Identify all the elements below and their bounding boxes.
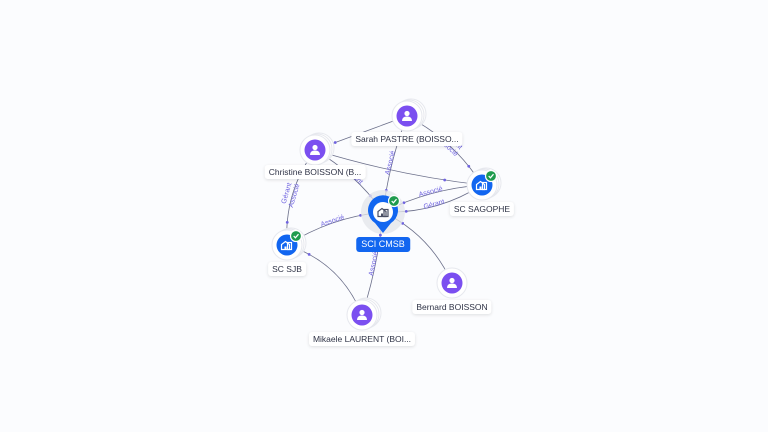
node-christine[interactable] [299, 132, 335, 166]
node-label-mikaele[interactable]: Mikaele LAURENT (BOI... [308, 332, 416, 346]
verified-badge-icon [484, 169, 498, 183]
edge-line [314, 149, 483, 186]
node-label-bernard[interactable]: Bernard BOISSON [412, 300, 492, 314]
edge-arrow-icon [285, 220, 289, 224]
edge-label: Gérant [423, 199, 446, 211]
person-icon [357, 309, 367, 320]
center-node-label[interactable]: SCI CMSB [356, 237, 410, 252]
edge-arrow-icon [378, 233, 382, 237]
edge-label: Associé [320, 214, 346, 229]
edge-arrow-icon [307, 252, 311, 256]
node-mikaele[interactable] [346, 297, 382, 331]
person-icon [310, 144, 320, 155]
person-icon [447, 277, 457, 288]
edge-label: Associé [418, 186, 444, 199]
edge-arrow-icon [333, 141, 337, 144]
node-label-sarah[interactable]: Sarah PASTRE (BOISSO... [351, 132, 463, 146]
center-node-sci[interactable] [361, 190, 405, 234]
edge-arrow-icon [443, 178, 447, 182]
person-icon [402, 110, 412, 121]
edge-christine-sagophe [314, 149, 483, 186]
edge-arrow-icon [404, 209, 408, 213]
edge-label: Associé [368, 251, 380, 277]
node-label-christine[interactable]: Christine BOISSON (B... [264, 165, 366, 179]
edge-label: Associé [384, 150, 397, 176]
node-label-sjb[interactable]: SC SJB [268, 262, 306, 276]
verified-badge-icon [289, 229, 303, 243]
node-sagophe[interactable] [466, 167, 502, 201]
building-icon [377, 207, 389, 218]
building-icon [280, 240, 293, 251]
node-sjb[interactable] [271, 227, 307, 261]
node-bernard[interactable] [436, 267, 468, 299]
node-label-sagophe[interactable]: SC SAGOPHE [449, 202, 515, 216]
edge-arrow-icon [467, 164, 471, 168]
verified-badge-icon [387, 194, 401, 208]
node-sarah[interactable] [391, 98, 427, 132]
building-icon [475, 180, 488, 191]
